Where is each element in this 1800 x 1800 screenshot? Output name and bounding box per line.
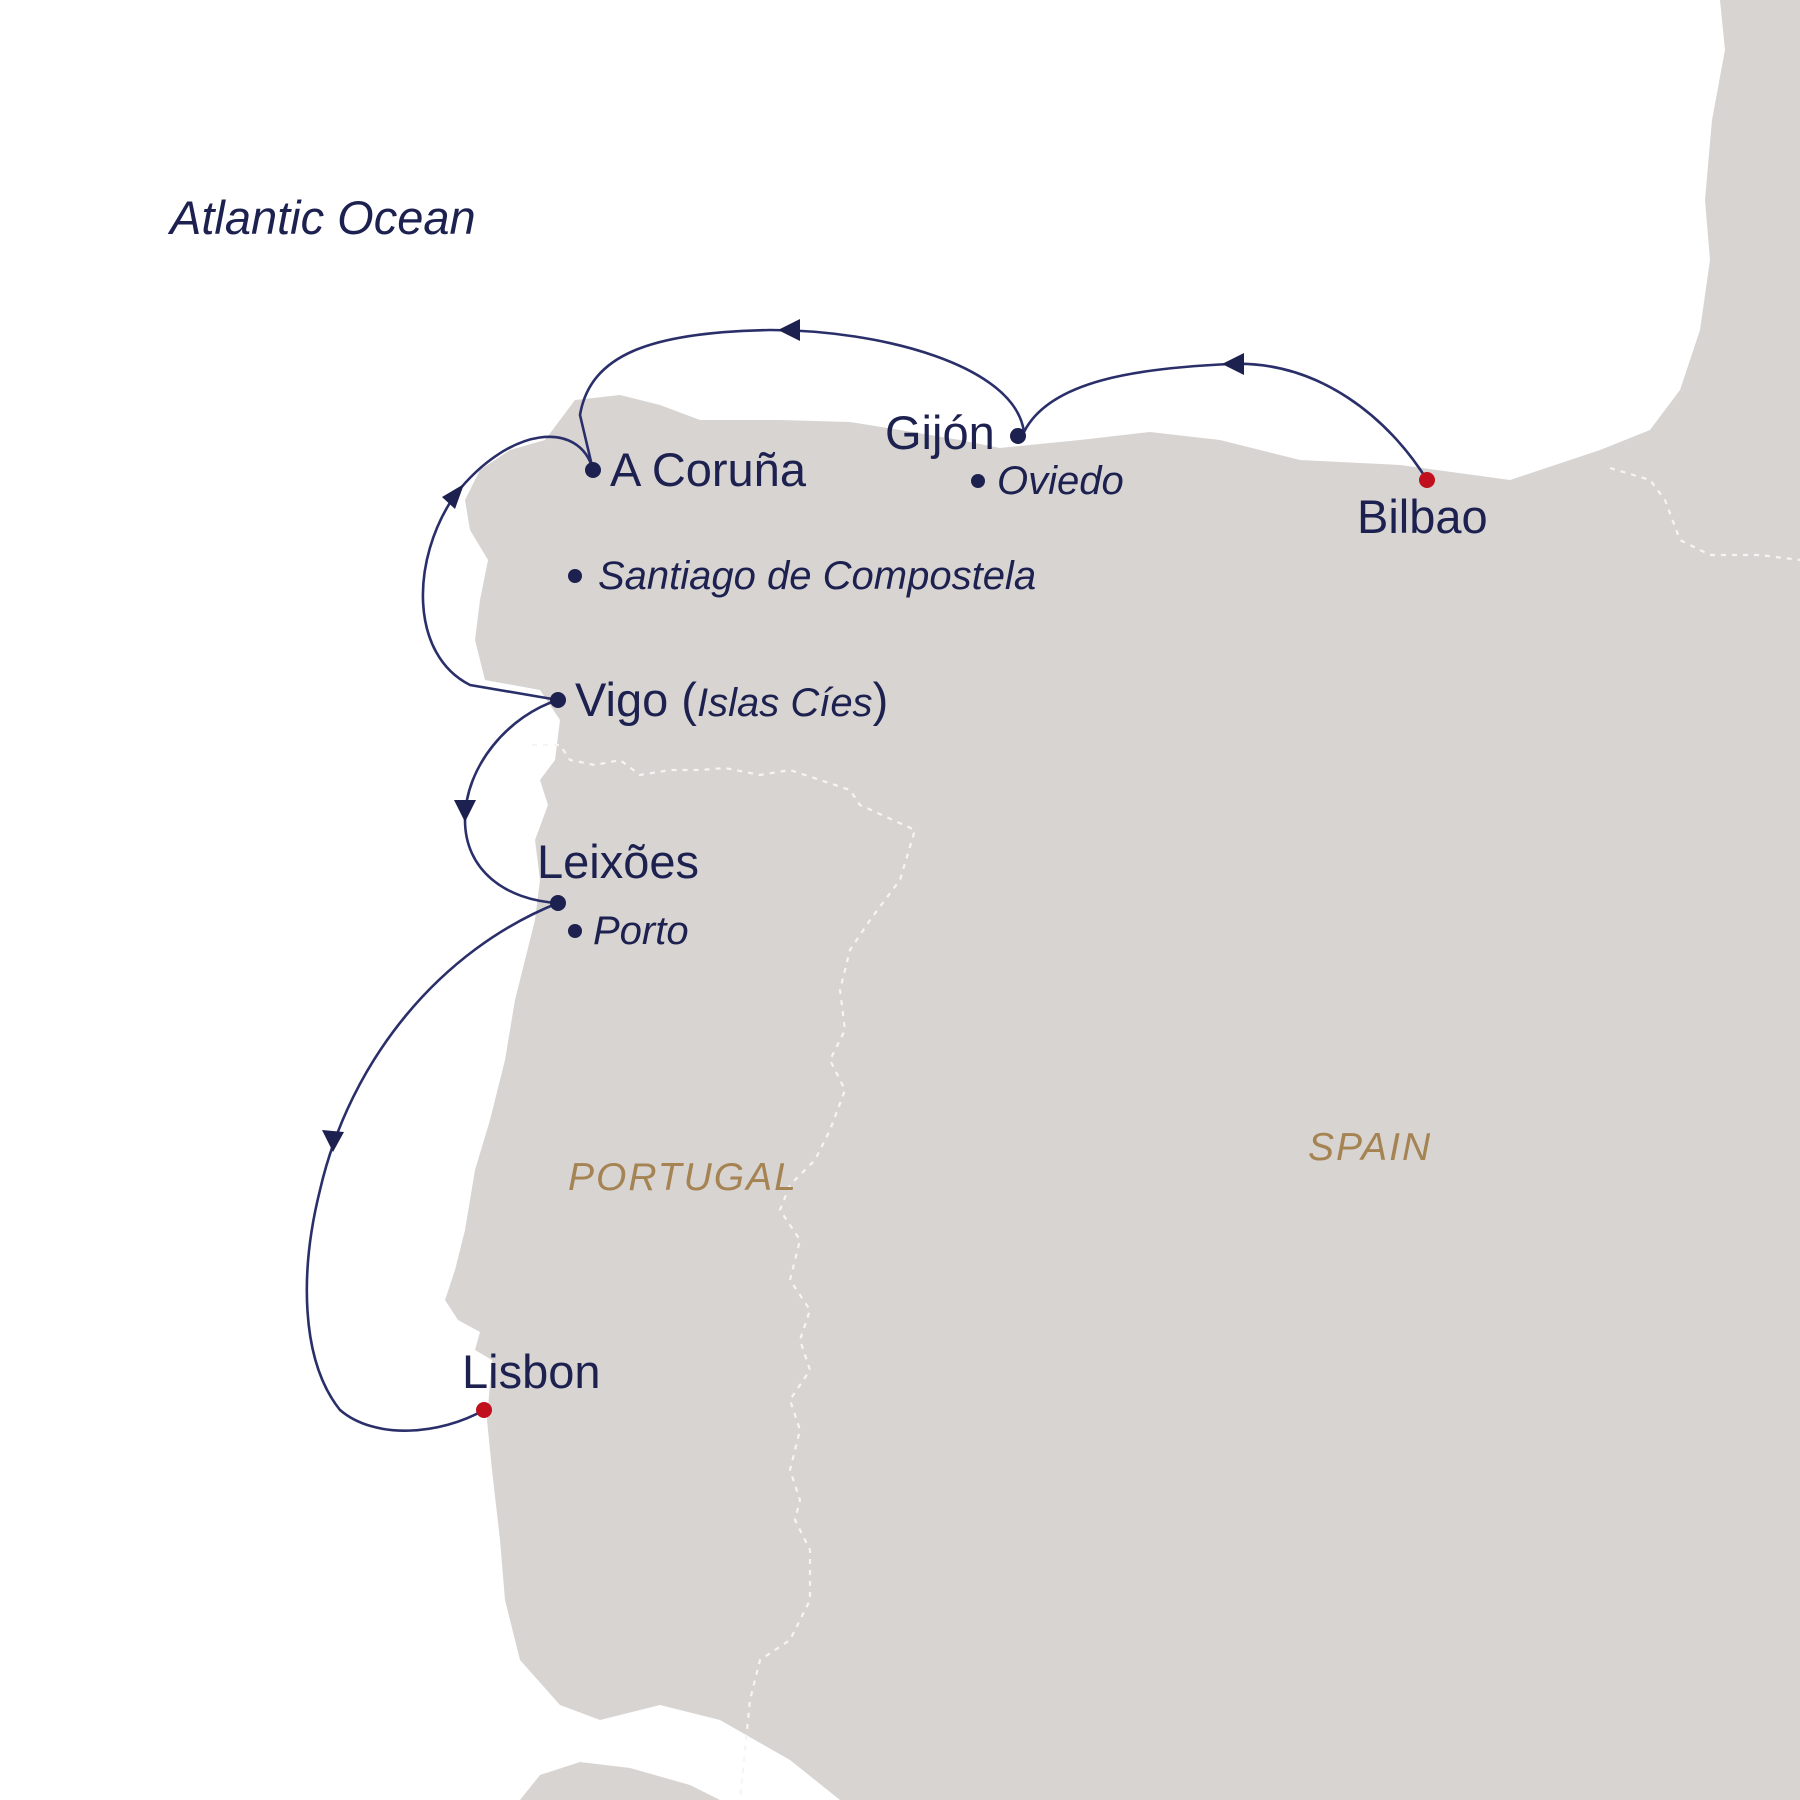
excursion-label-oviedo: Oviedo <box>997 459 1124 503</box>
triangle-arrow-icon <box>1222 353 1244 375</box>
excursion-label-porto: Porto <box>593 909 689 953</box>
place-labels: Bilbao Gijón A Coruña Vigo (Islas Cíes) … <box>462 406 1488 1398</box>
land-layer <box>445 0 1800 1800</box>
port-marker-bilbao <box>1419 472 1435 488</box>
port-label-bilbao: Bilbao <box>1357 490 1488 543</box>
france-coast <box>1720 0 1800 60</box>
port-marker-lisbon <box>476 1402 492 1418</box>
port-marker-leixoes <box>550 895 566 911</box>
port-marker-vigo <box>550 692 566 708</box>
triangle-arrow-icon <box>778 319 800 341</box>
ocean-label: Atlantic Ocean <box>167 191 476 244</box>
route-leg-gijon-coruna <box>578 328 1026 471</box>
excursion-marker-santiago <box>568 569 582 583</box>
port-label-a-coruna: A Coruña <box>610 443 807 496</box>
triangle-arrow-icon <box>454 800 476 822</box>
port-label-lisbon: Lisbon <box>462 1345 601 1398</box>
paren-open: ( <box>668 673 697 726</box>
excursion-marker-oviedo <box>971 474 985 488</box>
port-label-leixoes: Leixões <box>537 835 699 888</box>
port-note-vigo: Islas Cíes <box>697 681 873 725</box>
route-leg-leixoes-lisbon <box>305 901 559 1432</box>
portugal-spain-border <box>532 743 917 1800</box>
excursion-label-santiago: Santiago de Compostela <box>598 554 1036 598</box>
africa-coast <box>520 1762 720 1800</box>
border-layer <box>532 466 1800 1800</box>
country-label-spain: SPAIN <box>1308 1126 1432 1169</box>
triangle-arrow-icon <box>322 1130 344 1152</box>
port-label-gijon: Gijón <box>885 406 995 459</box>
excursion-marker-porto <box>568 924 582 938</box>
country-label-portugal: PORTUGAL <box>568 1156 798 1199</box>
paren-close: ) <box>873 673 889 726</box>
port-label-vigo: Vigo (Islas Cíes) <box>575 673 888 726</box>
iberian-peninsula <box>445 0 1800 1800</box>
port-name-vigo: Vigo <box>575 673 668 726</box>
triangle-arrow-icon <box>442 484 464 509</box>
port-marker-a-coruna <box>585 462 601 478</box>
cruise-route <box>305 319 1429 1432</box>
port-marker-gijon <box>1010 428 1026 444</box>
port-markers <box>476 428 1435 1418</box>
